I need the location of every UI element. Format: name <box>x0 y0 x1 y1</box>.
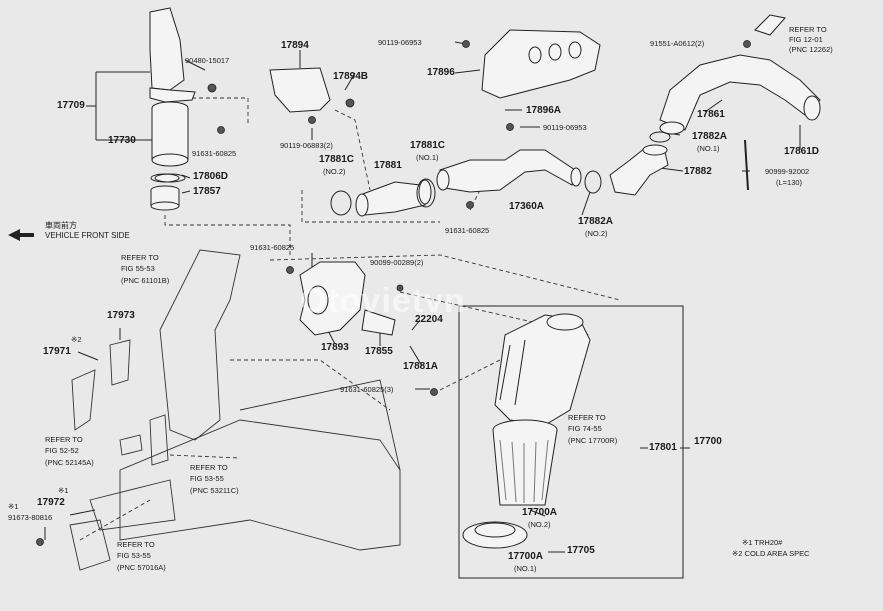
body-panel <box>69 249 401 571</box>
label-17894[interactable]: 17894 <box>281 40 309 51</box>
ref-55-53-a[interactable]: REFER TO <box>121 253 159 262</box>
watermark: Otovietvn <box>300 282 466 320</box>
pipe-17861 <box>659 14 821 135</box>
ref-53-55-b[interactable]: FIG 53-55 <box>190 474 224 483</box>
filter-element-17801 <box>492 419 558 506</box>
label-90999[interactable]: 90999-92002 <box>765 167 810 176</box>
ref-53-55-f[interactable]: (PNC 57016A) <box>117 563 166 572</box>
label-17972[interactable]: 17972 <box>37 497 65 508</box>
label-17971-mark: ※2 <box>71 335 82 344</box>
label-17971[interactable]: 17971 <box>43 346 71 357</box>
ref-12-01-b[interactable]: FIG 12-01 <box>789 35 823 44</box>
label-17972-mark: ※1 <box>58 486 69 495</box>
bracket-17894 <box>269 67 331 113</box>
label-90119-a[interactable]: 90119-06883(2) <box>280 141 333 150</box>
label-90480[interactable]: 90480-15017 <box>185 56 230 65</box>
inlet-17893 <box>299 261 396 336</box>
label-17730[interactable]: 17730 <box>108 135 136 146</box>
label-90099[interactable]: 90099-00289(2) <box>370 258 424 267</box>
label-90119-c[interactable]: 90119-06953 <box>543 123 587 132</box>
label-91551[interactable]: 91551-A0612(2) <box>650 39 705 48</box>
ref-55-53-c[interactable]: (PNC 61101B) <box>121 276 170 285</box>
ref-74-55-b[interactable]: FIG 74-55 <box>568 424 602 433</box>
label-17705[interactable]: 17705 <box>567 545 595 556</box>
pipe-17360a <box>436 149 582 193</box>
label-17861d[interactable]: 17861D <box>784 146 820 157</box>
label-17861[interactable]: 17861 <box>697 109 725 120</box>
ref-53-55-e[interactable]: FIG 53-55 <box>117 551 151 560</box>
resonator-17896 <box>481 29 601 99</box>
label-22204[interactable]: 22204 <box>415 314 443 325</box>
ref-52-52-a[interactable]: REFER TO <box>45 435 83 444</box>
label-17700a-2-no: (NO.2) <box>528 520 551 529</box>
label-17896a[interactable]: 17896A <box>526 105 562 116</box>
clamp-17881c2 <box>154 131 671 216</box>
label-17855[interactable]: 17855 <box>365 346 393 357</box>
vehicle-front-arrow-icon <box>8 229 34 241</box>
ref-52-52-c[interactable]: (PNC 52145A) <box>45 458 94 467</box>
label-91673-mark: ※1 <box>8 502 19 511</box>
footnote-1: ※1 TRH20# <box>742 538 783 547</box>
label-91673[interactable]: 91673-80816 <box>8 513 53 522</box>
ref-12-01-c[interactable]: (PNC 12262) <box>789 45 833 54</box>
direction-jp: 車両前方 <box>45 221 77 230</box>
label-17806d[interactable]: 17806D <box>193 171 229 182</box>
label-17894b[interactable]: 17894B <box>333 71 369 82</box>
cap-17705 <box>462 521 528 549</box>
footnote-2: ※2 COLD AREA SPEC <box>732 549 810 558</box>
label-17881c-1[interactable]: 17881C <box>410 140 446 151</box>
label-17882[interactable]: 17882 <box>684 166 712 177</box>
ref-53-55-a[interactable]: REFER TO <box>190 463 228 472</box>
ref-55-53-b[interactable]: FIG 55-53 <box>121 264 155 273</box>
ref-74-55-a[interactable]: REFER TO <box>568 413 606 422</box>
ref-74-55-c[interactable]: (PNC 17700R) <box>568 436 618 445</box>
label-17881c-2[interactable]: 17881C <box>319 154 355 165</box>
label-17801[interactable]: 17801 <box>649 442 677 453</box>
label-91631-c[interactable]: 91631-60825 <box>250 243 295 252</box>
label-17893[interactable]: 17893 <box>321 342 349 353</box>
label-17360a[interactable]: 17360A <box>509 201 545 212</box>
label-17896[interactable]: 17896 <box>427 67 455 78</box>
hose-17882 <box>609 144 669 196</box>
label-91631-d[interactable]: 91631-60825(3) <box>340 385 394 394</box>
air-cleaner-case <box>494 313 591 426</box>
label-17881[interactable]: 17881 <box>374 160 402 171</box>
ref-52-52-b[interactable]: FIG 52-52 <box>45 446 79 455</box>
bracket-17709 <box>95 71 150 141</box>
air-cleaner-box-frame <box>458 305 684 579</box>
label-90119-b[interactable]: 90119-06953 <box>378 38 422 47</box>
label-90999-length: (L=130) <box>776 178 803 187</box>
label-17700a-1[interactable]: 17700A <box>508 551 544 562</box>
ref-53-55-d[interactable]: REFER TO <box>117 540 155 549</box>
label-17882a-2-no: (NO.2) <box>585 229 608 238</box>
label-17709[interactable]: 17709 <box>57 100 85 111</box>
bolts <box>36 40 751 546</box>
direction-en: VEHICLE FRONT SIDE <box>45 231 130 240</box>
label-17882a-1[interactable]: 17882A <box>692 131 728 142</box>
hose-17881 <box>355 179 432 217</box>
label-17857[interactable]: 17857 <box>193 186 221 197</box>
label-17881a[interactable]: 17881A <box>403 361 439 372</box>
label-17881c-2-no: (NO.2) <box>323 167 346 176</box>
label-17700a-2[interactable]: 17700A <box>522 507 558 518</box>
label-17882a-1-no: (NO.1) <box>697 144 720 153</box>
ref-53-55-c[interactable]: (PNC 53211C) <box>190 486 239 495</box>
label-17882a-2[interactable]: 17882A <box>578 216 614 227</box>
intake-duct-17709 <box>149 7 196 211</box>
label-17973[interactable]: 17973 <box>107 310 135 321</box>
label-91631-a[interactable]: 91631-60825 <box>192 149 237 158</box>
label-17700a-1-no: (NO.1) <box>514 564 537 573</box>
label-17881c-1-no: (NO.1) <box>416 153 439 162</box>
label-17700[interactable]: 17700 <box>694 436 722 447</box>
rod-90999 <box>744 139 749 191</box>
ref-12-01-a[interactable]: REFER TO <box>789 25 827 34</box>
label-91631-b[interactable]: 91631-60825 <box>445 226 490 235</box>
